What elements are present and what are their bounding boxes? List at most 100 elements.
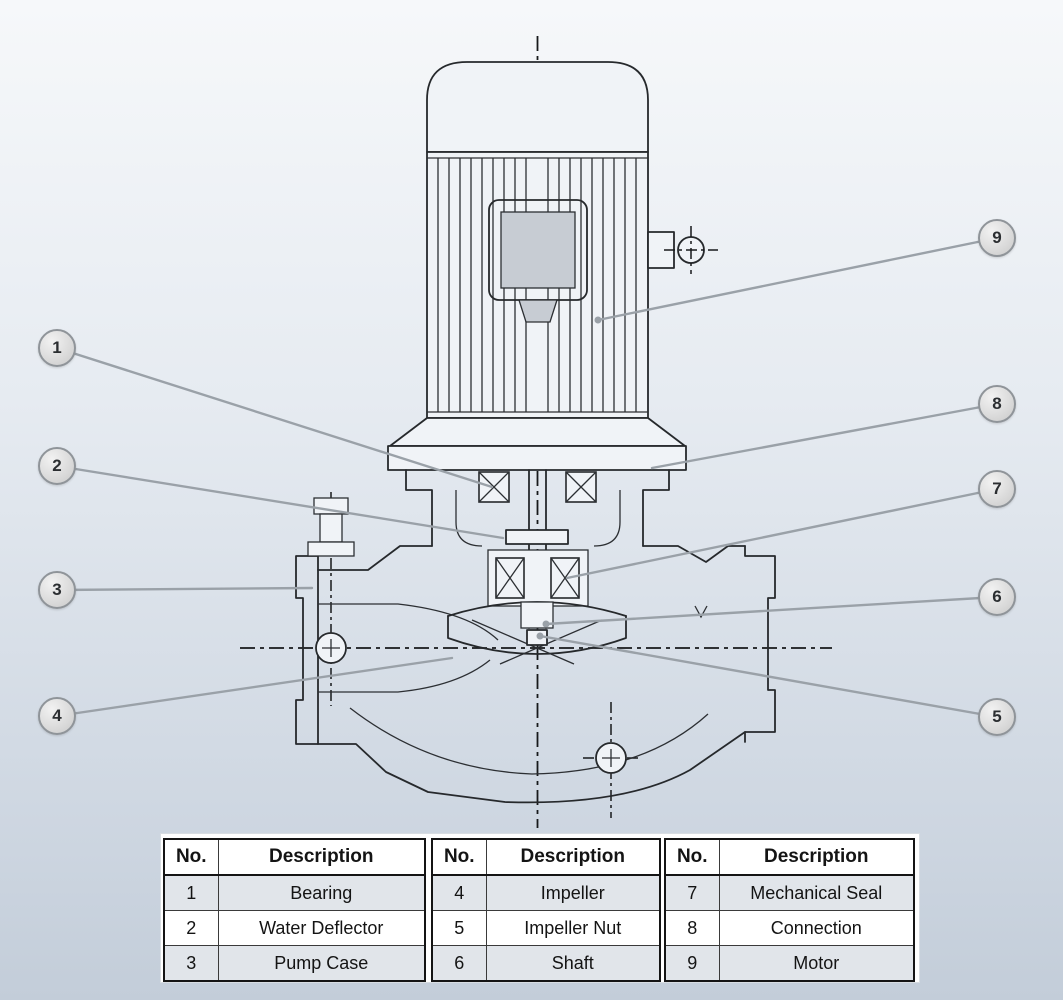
callout-6: 6 <box>978 578 1016 616</box>
callout-6-number: 6 <box>992 587 1002 606</box>
drain-crosshair <box>595 742 627 774</box>
leader-line-7 <box>565 487 999 580</box>
part-description: Pump Case <box>217 945 426 982</box>
callout-4: 4 <box>38 697 76 735</box>
part-no: 5 <box>431 910 487 946</box>
callout-4-number: 4 <box>52 706 62 725</box>
suction-flange <box>295 555 319 745</box>
mechanical-seal-right <box>550 557 580 599</box>
callout-3-number: 3 <box>52 580 62 599</box>
callout-5-number: 5 <box>992 707 1002 726</box>
leader-line-9 <box>596 236 999 322</box>
col-header-no: No. <box>664 838 720 876</box>
table-row: 1 Bearing <box>163 874 426 911</box>
part-no: 3 <box>163 945 219 982</box>
pump-casing <box>295 497 776 804</box>
part-description: Shaft <box>485 945 661 982</box>
part-description: Water Deflector <box>217 910 426 946</box>
leader-line-8 <box>650 402 999 470</box>
callout-7-number: 7 <box>992 479 1002 498</box>
mechanical-seal-left <box>495 557 525 599</box>
col-header-description: Description <box>485 838 661 876</box>
table-row: 8 Connection <box>664 910 915 946</box>
leader-line-5 <box>538 634 999 719</box>
callout-7: 7 <box>978 470 1016 508</box>
part-description: Connection <box>718 910 915 946</box>
part-no: 7 <box>664 874 720 911</box>
col-header-description: Description <box>718 838 915 876</box>
callout-8-number: 8 <box>992 394 1002 413</box>
callout-8: 8 <box>978 385 1016 423</box>
col-header-no: No. <box>163 838 219 876</box>
table-header-row: No. Description <box>431 838 661 876</box>
parts-table-3: No. Description 7 Mechanical Seal 8 Conn… <box>664 838 915 982</box>
part-no: 6 <box>431 945 487 982</box>
lantern-left-wall <box>405 469 433 547</box>
casing-top-right <box>642 545 746 563</box>
suction-passage <box>318 603 499 693</box>
table-row: 9 Motor <box>664 945 915 982</box>
part-description: Mechanical Seal <box>718 874 915 911</box>
part-no: 9 <box>664 945 720 982</box>
table-row: 5 Impeller Nut <box>431 910 661 946</box>
motor-flange <box>387 445 687 471</box>
casing-bottom <box>317 731 746 804</box>
callout-1-number: 1 <box>52 338 62 357</box>
leader-line-6 <box>544 595 999 626</box>
part-no: 8 <box>664 910 720 946</box>
col-header-description: Description <box>217 838 426 876</box>
part-description: Motor <box>718 945 915 982</box>
impeller <box>447 601 627 665</box>
part-no: 2 <box>163 910 219 946</box>
callout-2: 2 <box>38 447 76 485</box>
bearing-right <box>565 471 597 503</box>
part-no: 1 <box>163 874 219 911</box>
leader-line-1 <box>55 346 494 489</box>
lantern-inner-walls <box>455 490 621 547</box>
leader-dot-5 <box>536 632 544 640</box>
parts-table-1: No. Description 1 Bearing 2 Water Deflec… <box>163 838 426 982</box>
part-no: 4 <box>431 874 487 911</box>
table-row: 3 Pump Case <box>163 945 426 982</box>
leader-line-2 <box>55 464 505 540</box>
table-row: 7 Mechanical Seal <box>664 874 915 911</box>
motor-fin-bounds <box>427 157 648 413</box>
callout-5: 5 <box>978 698 1016 736</box>
table-header-row: No. Description <box>664 838 915 876</box>
table-row: 6 Shaft <box>431 945 661 982</box>
flange-bolt <box>307 497 355 557</box>
callout-9-number: 9 <box>992 228 1002 247</box>
callout-9: 9 <box>978 219 1016 257</box>
parts-table-2: No. Description 4 Impeller 5 Impeller Nu… <box>431 838 661 982</box>
terminal-crosshair-lines <box>664 226 718 274</box>
col-header-no: No. <box>431 838 487 876</box>
lantern-right-wall <box>642 469 670 547</box>
discharge-flange <box>744 545 776 743</box>
leader-lines <box>55 236 999 719</box>
leader-dot-9 <box>594 316 602 324</box>
table-row: 2 Water Deflector <box>163 910 426 946</box>
casing-top-left <box>317 545 433 571</box>
part-description: Impeller Nut <box>485 910 661 946</box>
terminal-boss <box>647 231 675 269</box>
motor-skirt <box>389 417 686 447</box>
callout-3: 3 <box>38 571 76 609</box>
table-row: 4 Impeller <box>431 874 661 911</box>
bearing-left <box>478 471 510 503</box>
casing-notch <box>694 605 708 619</box>
volute-inner <box>349 707 709 775</box>
callout-2-number: 2 <box>52 456 62 475</box>
water-deflector <box>505 529 569 545</box>
motor-top-cap <box>426 61 649 153</box>
suction-crosshair <box>315 632 347 664</box>
table-header-row: No. Description <box>163 838 426 876</box>
motor-panel-inner <box>500 211 576 289</box>
part-description: Bearing <box>217 874 426 911</box>
leader-dot-6 <box>542 620 550 628</box>
leader-line-4 <box>55 656 454 718</box>
motor-panel-neck <box>518 299 558 323</box>
part-description: Impeller <box>485 874 661 911</box>
motor-outline <box>387 61 718 471</box>
